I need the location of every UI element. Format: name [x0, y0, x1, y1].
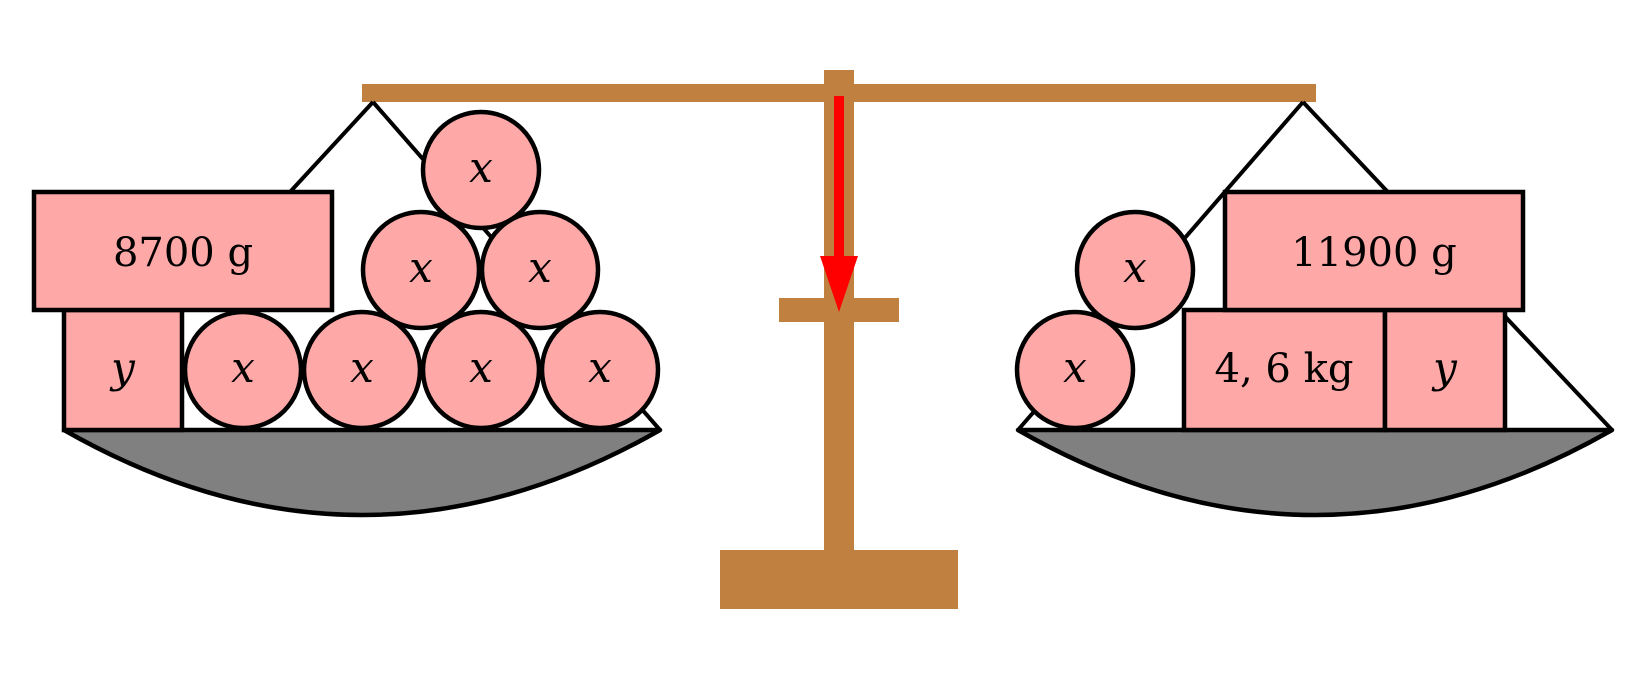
- right-ball: x: [1074, 209, 1196, 331]
- ball-label: x: [469, 343, 493, 392]
- box-label: 11900 g: [1291, 230, 1457, 276]
- ball-label: x: [528, 243, 552, 292]
- left-ball: x: [420, 109, 542, 231]
- box-label: 8700 g: [113, 230, 253, 276]
- left-hanger-line-a: [288, 100, 375, 194]
- ball-label: x: [1123, 243, 1147, 292]
- left-ball: x: [182, 309, 304, 431]
- box-label: y: [109, 343, 136, 392]
- right-ball: x: [1014, 309, 1136, 431]
- left-ball: x: [539, 309, 661, 431]
- left-box-y: y: [61, 307, 185, 433]
- left-ball: x: [301, 309, 423, 431]
- ball-label: x: [469, 143, 493, 192]
- left-pan: [61, 427, 663, 518]
- box-label: y: [1431, 343, 1458, 392]
- stand-base: [720, 550, 958, 609]
- ball-label: x: [588, 343, 612, 392]
- needle-head: [820, 256, 858, 312]
- ball-label: x: [350, 343, 374, 392]
- ball-label: x: [231, 343, 255, 392]
- left-ball: x: [420, 309, 542, 431]
- left-box-8700g: 8700 g: [31, 189, 335, 313]
- ball-label: x: [1063, 343, 1087, 392]
- needle-arrow: [820, 96, 858, 312]
- ball-label: x: [409, 243, 433, 292]
- box-label: 4, 6 kg: [1215, 346, 1354, 392]
- left-ball: x: [360, 209, 482, 331]
- left-pan-group: x x x x x x x y: [31, 100, 663, 518]
- right-box-y: y: [1382, 307, 1508, 433]
- right-box-11900g: 11900 g: [1222, 189, 1526, 313]
- right-pan-group: x x 4, 6 kg y 11900 g: [1014, 100, 1615, 518]
- left-ball: x: [479, 209, 601, 331]
- right-pan: [1015, 427, 1615, 518]
- balance-beam: [362, 84, 1316, 102]
- right-box-4-6kg: 4, 6 kg: [1181, 307, 1388, 433]
